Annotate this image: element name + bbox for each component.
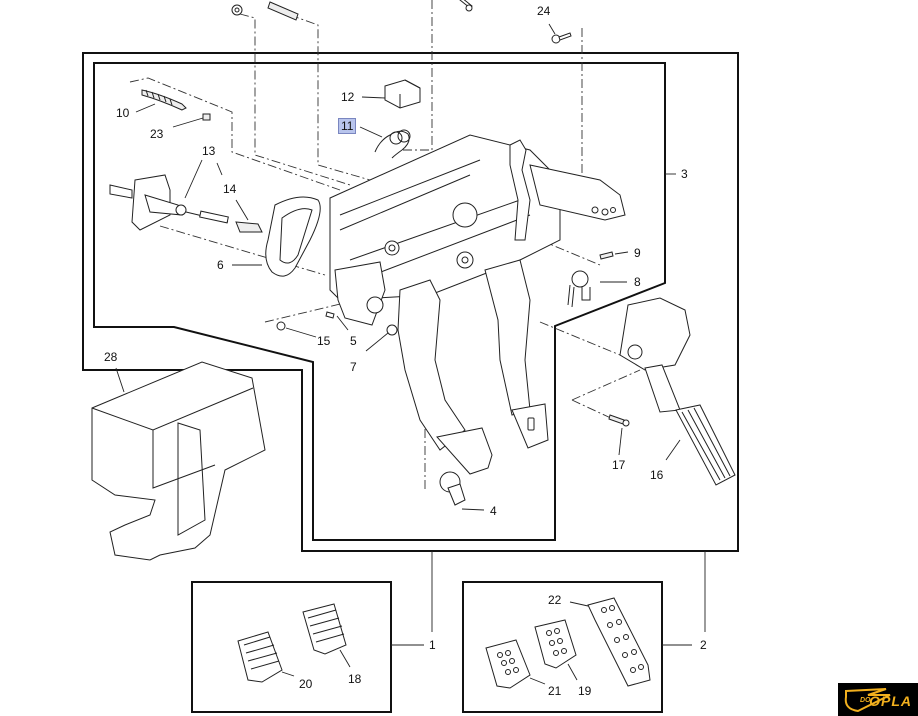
callout-16: 16: [650, 468, 664, 482]
sensor-8: [571, 270, 589, 288]
screw-9: [599, 251, 614, 260]
callout-4: 4: [490, 504, 497, 518]
bolt-17: [608, 414, 625, 425]
callout-23: 23: [150, 127, 164, 141]
bolt-top: [267, 1, 299, 21]
callout-19: 19: [578, 684, 592, 698]
clutch-pedal: [397, 279, 466, 451]
assembly-frame-inner: [93, 62, 666, 541]
callout-28: 28: [104, 350, 118, 364]
callout-9: 9: [634, 246, 641, 260]
pad-20: [237, 631, 283, 683]
callout-10: 10: [116, 106, 130, 120]
switch-12: [384, 79, 421, 109]
callout-18: 18: [348, 672, 362, 686]
callout-15: 15: [317, 334, 331, 348]
nut-15: [276, 321, 286, 331]
accelerator-module: [619, 297, 691, 371]
kit-box-2: [462, 581, 663, 713]
pad-18: [302, 603, 347, 655]
pedal-bracket: [329, 134, 561, 301]
clutch-pedal-pad: [436, 427, 493, 475]
kit-box-1: [191, 581, 392, 713]
pedal-bracket-arm: [529, 164, 626, 221]
clip-23: [202, 113, 211, 121]
logo-text: OPLA: [869, 693, 912, 709]
callout-2: 2: [700, 638, 707, 652]
callout-1: 1: [429, 638, 436, 652]
pad-21: [485, 639, 531, 689]
doopla-logo: DO OPLA: [838, 683, 918, 716]
screw-24: [551, 34, 561, 44]
brake-lever-top: [509, 139, 531, 241]
callout-3: 3: [681, 167, 688, 181]
callout-6: 6: [217, 258, 224, 272]
callout-21: 21: [548, 684, 562, 698]
callout-7: 7: [350, 360, 357, 374]
spring-11: [374, 130, 410, 159]
lever: [334, 261, 386, 326]
callout-8: 8: [634, 275, 641, 289]
callout-24: 24: [537, 4, 551, 18]
callout-11[interactable]: 11: [338, 118, 357, 134]
assembly-frame-outer: [82, 52, 739, 552]
callout-5: 5: [350, 334, 357, 348]
nut-top: [231, 4, 243, 16]
callout-14: 14: [223, 182, 237, 196]
bolt-5: [325, 311, 335, 319]
brake-pedal: [484, 259, 531, 416]
callout-20: 20: [299, 677, 313, 691]
callout-12: 12: [341, 90, 355, 104]
accelerator-pedal-16: [675, 404, 736, 486]
accelerator-arm: [644, 364, 681, 413]
callout-17: 17: [612, 458, 626, 472]
callout-22: 22: [548, 593, 562, 607]
pin-7: [386, 324, 398, 336]
callout-13: 13: [202, 144, 216, 158]
gasket-6: [265, 196, 321, 277]
brake-pedal-pad: [511, 403, 549, 449]
clip-14: [235, 221, 263, 233]
pad-19: [534, 619, 577, 669]
